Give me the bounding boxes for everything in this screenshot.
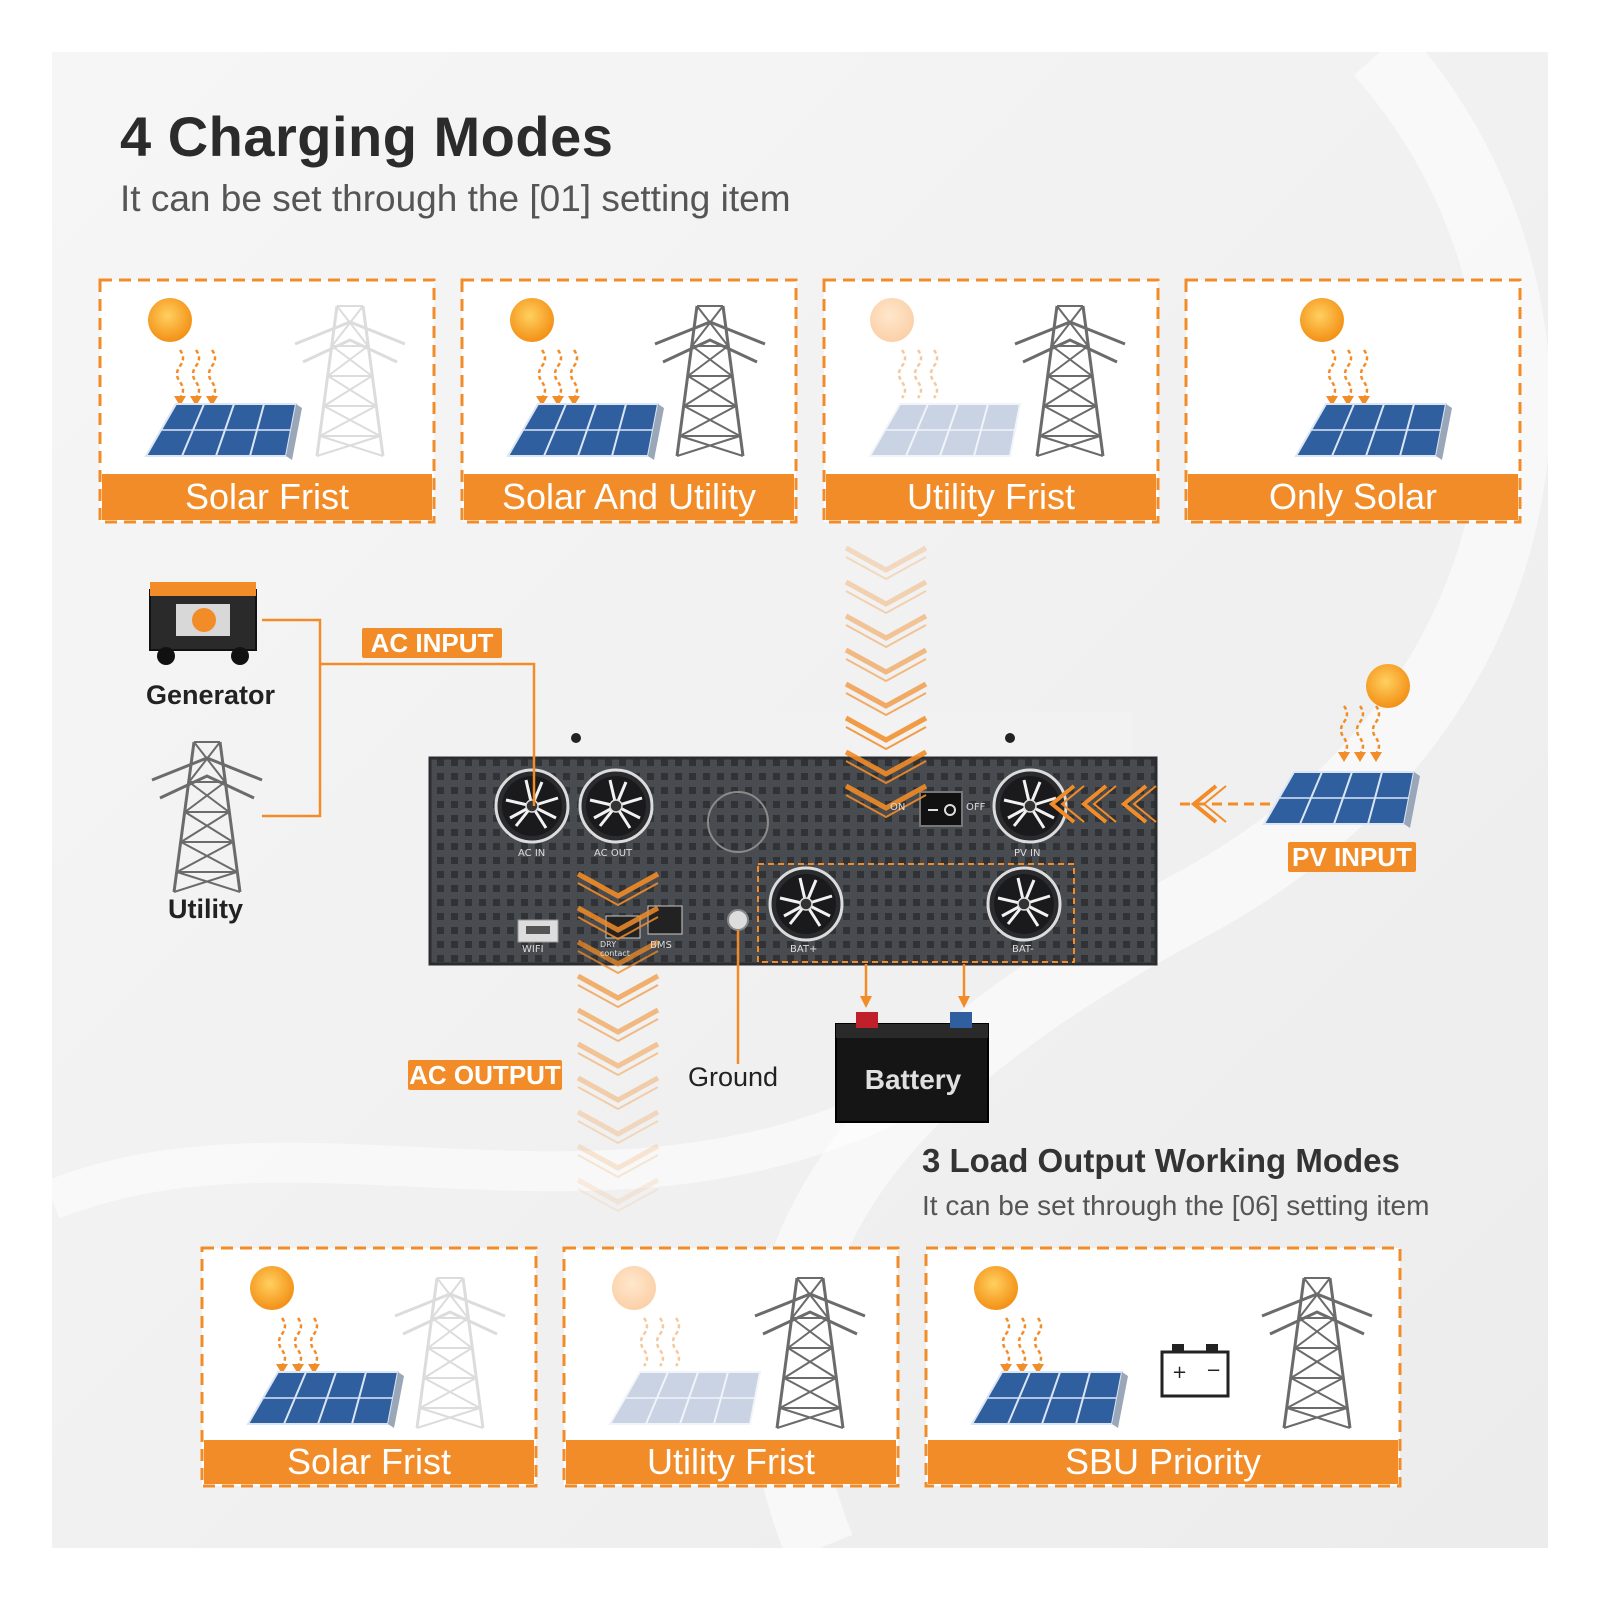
load-section-title: 3 Load Output Working Modes: [922, 1142, 1400, 1179]
ac-input-wires: [262, 618, 536, 818]
ac-output-tag: AC OUTPUT: [408, 1060, 562, 1090]
pv-panel-icon: [1263, 664, 1421, 829]
ac-input-tag: AC INPUT: [362, 628, 502, 658]
utility-label: Utility: [168, 894, 244, 924]
pv-input-tag: PV INPUT: [1288, 842, 1416, 872]
charging-mode-label: Solar And Utility: [501, 476, 757, 517]
port-label-ac-out: AC OUT: [594, 848, 633, 859]
battery-unit: [835, 1012, 989, 1123]
svg-text:+: +: [1172, 1362, 1187, 1383]
port-label-bms: BMS: [650, 940, 672, 951]
port-label-dry-contact: DRY contact: [600, 940, 630, 958]
inverter: [428, 712, 1158, 966]
battery-label: Battery: [864, 1064, 962, 1095]
page-subtitle: It can be set through the [01] setting i…: [120, 178, 791, 219]
charging-mode-label: Only Solar: [1268, 476, 1438, 517]
battery-icon: + −: [1160, 1344, 1230, 1398]
charging-mode-label: Solar Frist: [184, 476, 350, 517]
svg-text:−: −: [1206, 1360, 1221, 1381]
load-section-subtitle: It can be set through the [06] setting i…: [922, 1190, 1430, 1221]
page-title: 4 Charging Modes: [120, 105, 614, 168]
charging-mode-label: Utility Frist: [907, 476, 1075, 517]
load-mode-label: Solar Frist: [286, 1441, 452, 1482]
port-label-ac-in: AC IN: [518, 848, 546, 859]
port-label-bat-minus: BAT-: [1012, 944, 1034, 955]
battery-wires: [860, 964, 970, 1008]
generator-label: Generator: [146, 680, 276, 710]
generator-icon: [149, 582, 257, 665]
port-label-wifi: WIFI: [522, 944, 544, 955]
charging-mode-cards: [98, 278, 1522, 524]
switch-label-off: OFF: [966, 802, 986, 813]
port-label-bat-plus: BAT+: [790, 944, 818, 955]
port-label-pv-in: PV IN: [1014, 848, 1041, 859]
load-mode-label: SBU Priority: [1064, 1441, 1262, 1482]
load-mode-cards: + −: [200, 1246, 1402, 1488]
ground-label: Ground: [688, 1062, 779, 1092]
switch-label-on: ON: [890, 802, 906, 813]
load-mode-label: Utility Frist: [647, 1441, 815, 1482]
